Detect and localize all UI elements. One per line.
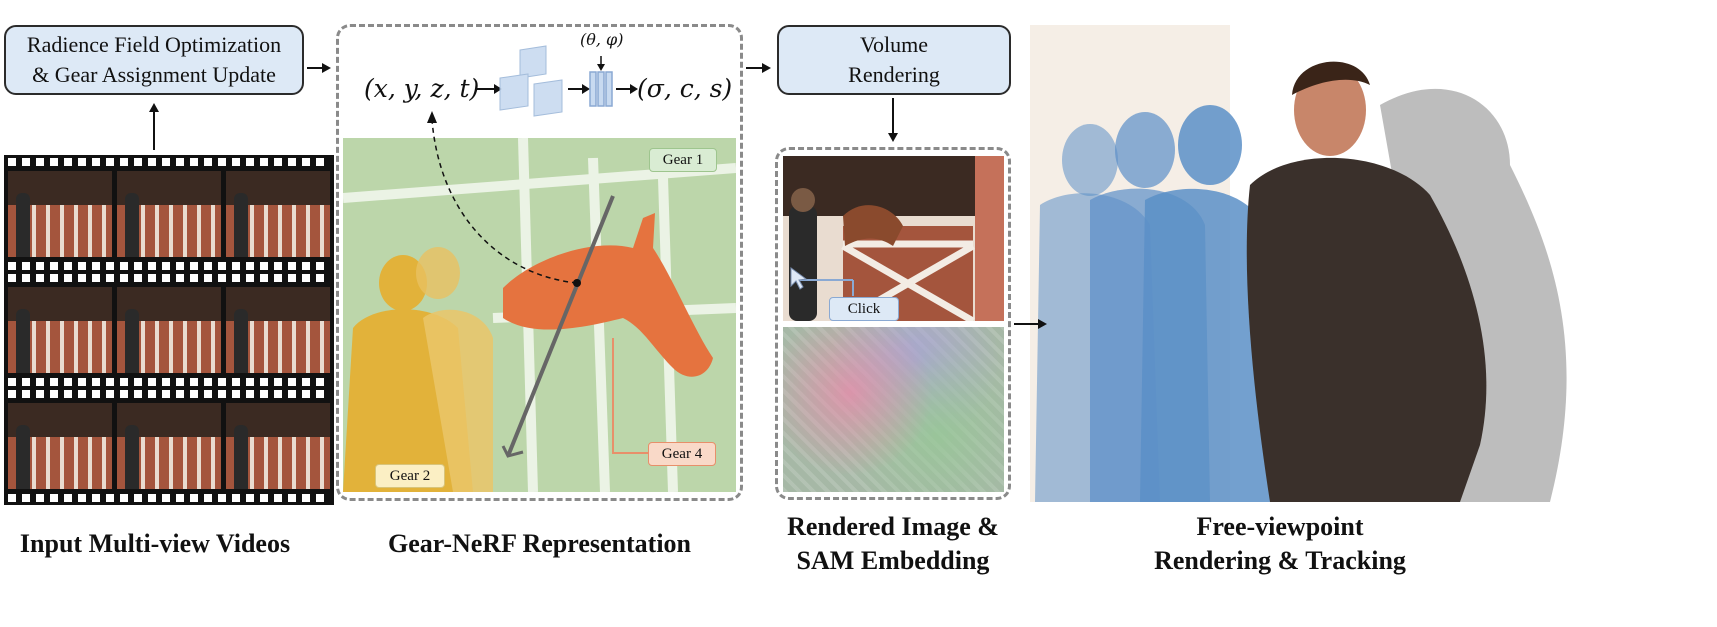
caption-rendered-line-1: Rendered Image & [787, 512, 999, 541]
film-strip-3 [4, 387, 334, 505]
view-direction: (θ, φ) [580, 30, 624, 49]
input-coordinates: (x, y, z, t) [364, 74, 480, 103]
film-strip-1 [4, 155, 334, 273]
caption-free-line-1: Free-viewpoint [1196, 512, 1364, 541]
horse-shape [503, 213, 713, 377]
caption-gear-nerf: Gear-NeRF Representation [387, 529, 691, 558]
gear-nerf-panel [336, 24, 743, 501]
optimization-box: Radience Field Optimization & Gear Assig… [4, 25, 304, 95]
output-values: (σ, c, s) [637, 74, 733, 103]
volume-line-1: Volume [859, 32, 929, 57]
gear-nerf-scene [343, 138, 736, 492]
caption-input-videos: Input Multi-view Videos [19, 529, 291, 558]
sample-point-curve [427, 111, 578, 284]
rendered-panel [775, 147, 1011, 500]
gear-4-label: Gear 4 [648, 442, 716, 466]
optimization-line-2: & Gear Assignment Update [32, 62, 276, 87]
film-strip-2 [4, 271, 334, 389]
volume-rendering-box: Volume Rendering [777, 25, 1011, 95]
sam-embedding-image [783, 327, 1004, 492]
click-label: Click [829, 297, 899, 321]
caption-free-line-2: Rendering & Tracking [1154, 546, 1406, 575]
volume-line-2: Rendering [848, 62, 940, 87]
gear-1-label: Gear 1 [649, 148, 717, 172]
caption-rendered: Rendered Image & SAM Embedding [760, 510, 1026, 578]
free-viewpoint-illustration [1030, 25, 1567, 502]
optimization-line-1: Radience Field Optimization [26, 32, 282, 57]
rendered-image [783, 156, 1004, 321]
caption-rendered-line-2: SAM Embedding [796, 546, 990, 575]
gear-2-label: Gear 2 [375, 464, 445, 488]
caption-free-viewpoint: Free-viewpoint Rendering & Tracking [1120, 510, 1440, 578]
neural-planes-icon [476, 45, 638, 117]
